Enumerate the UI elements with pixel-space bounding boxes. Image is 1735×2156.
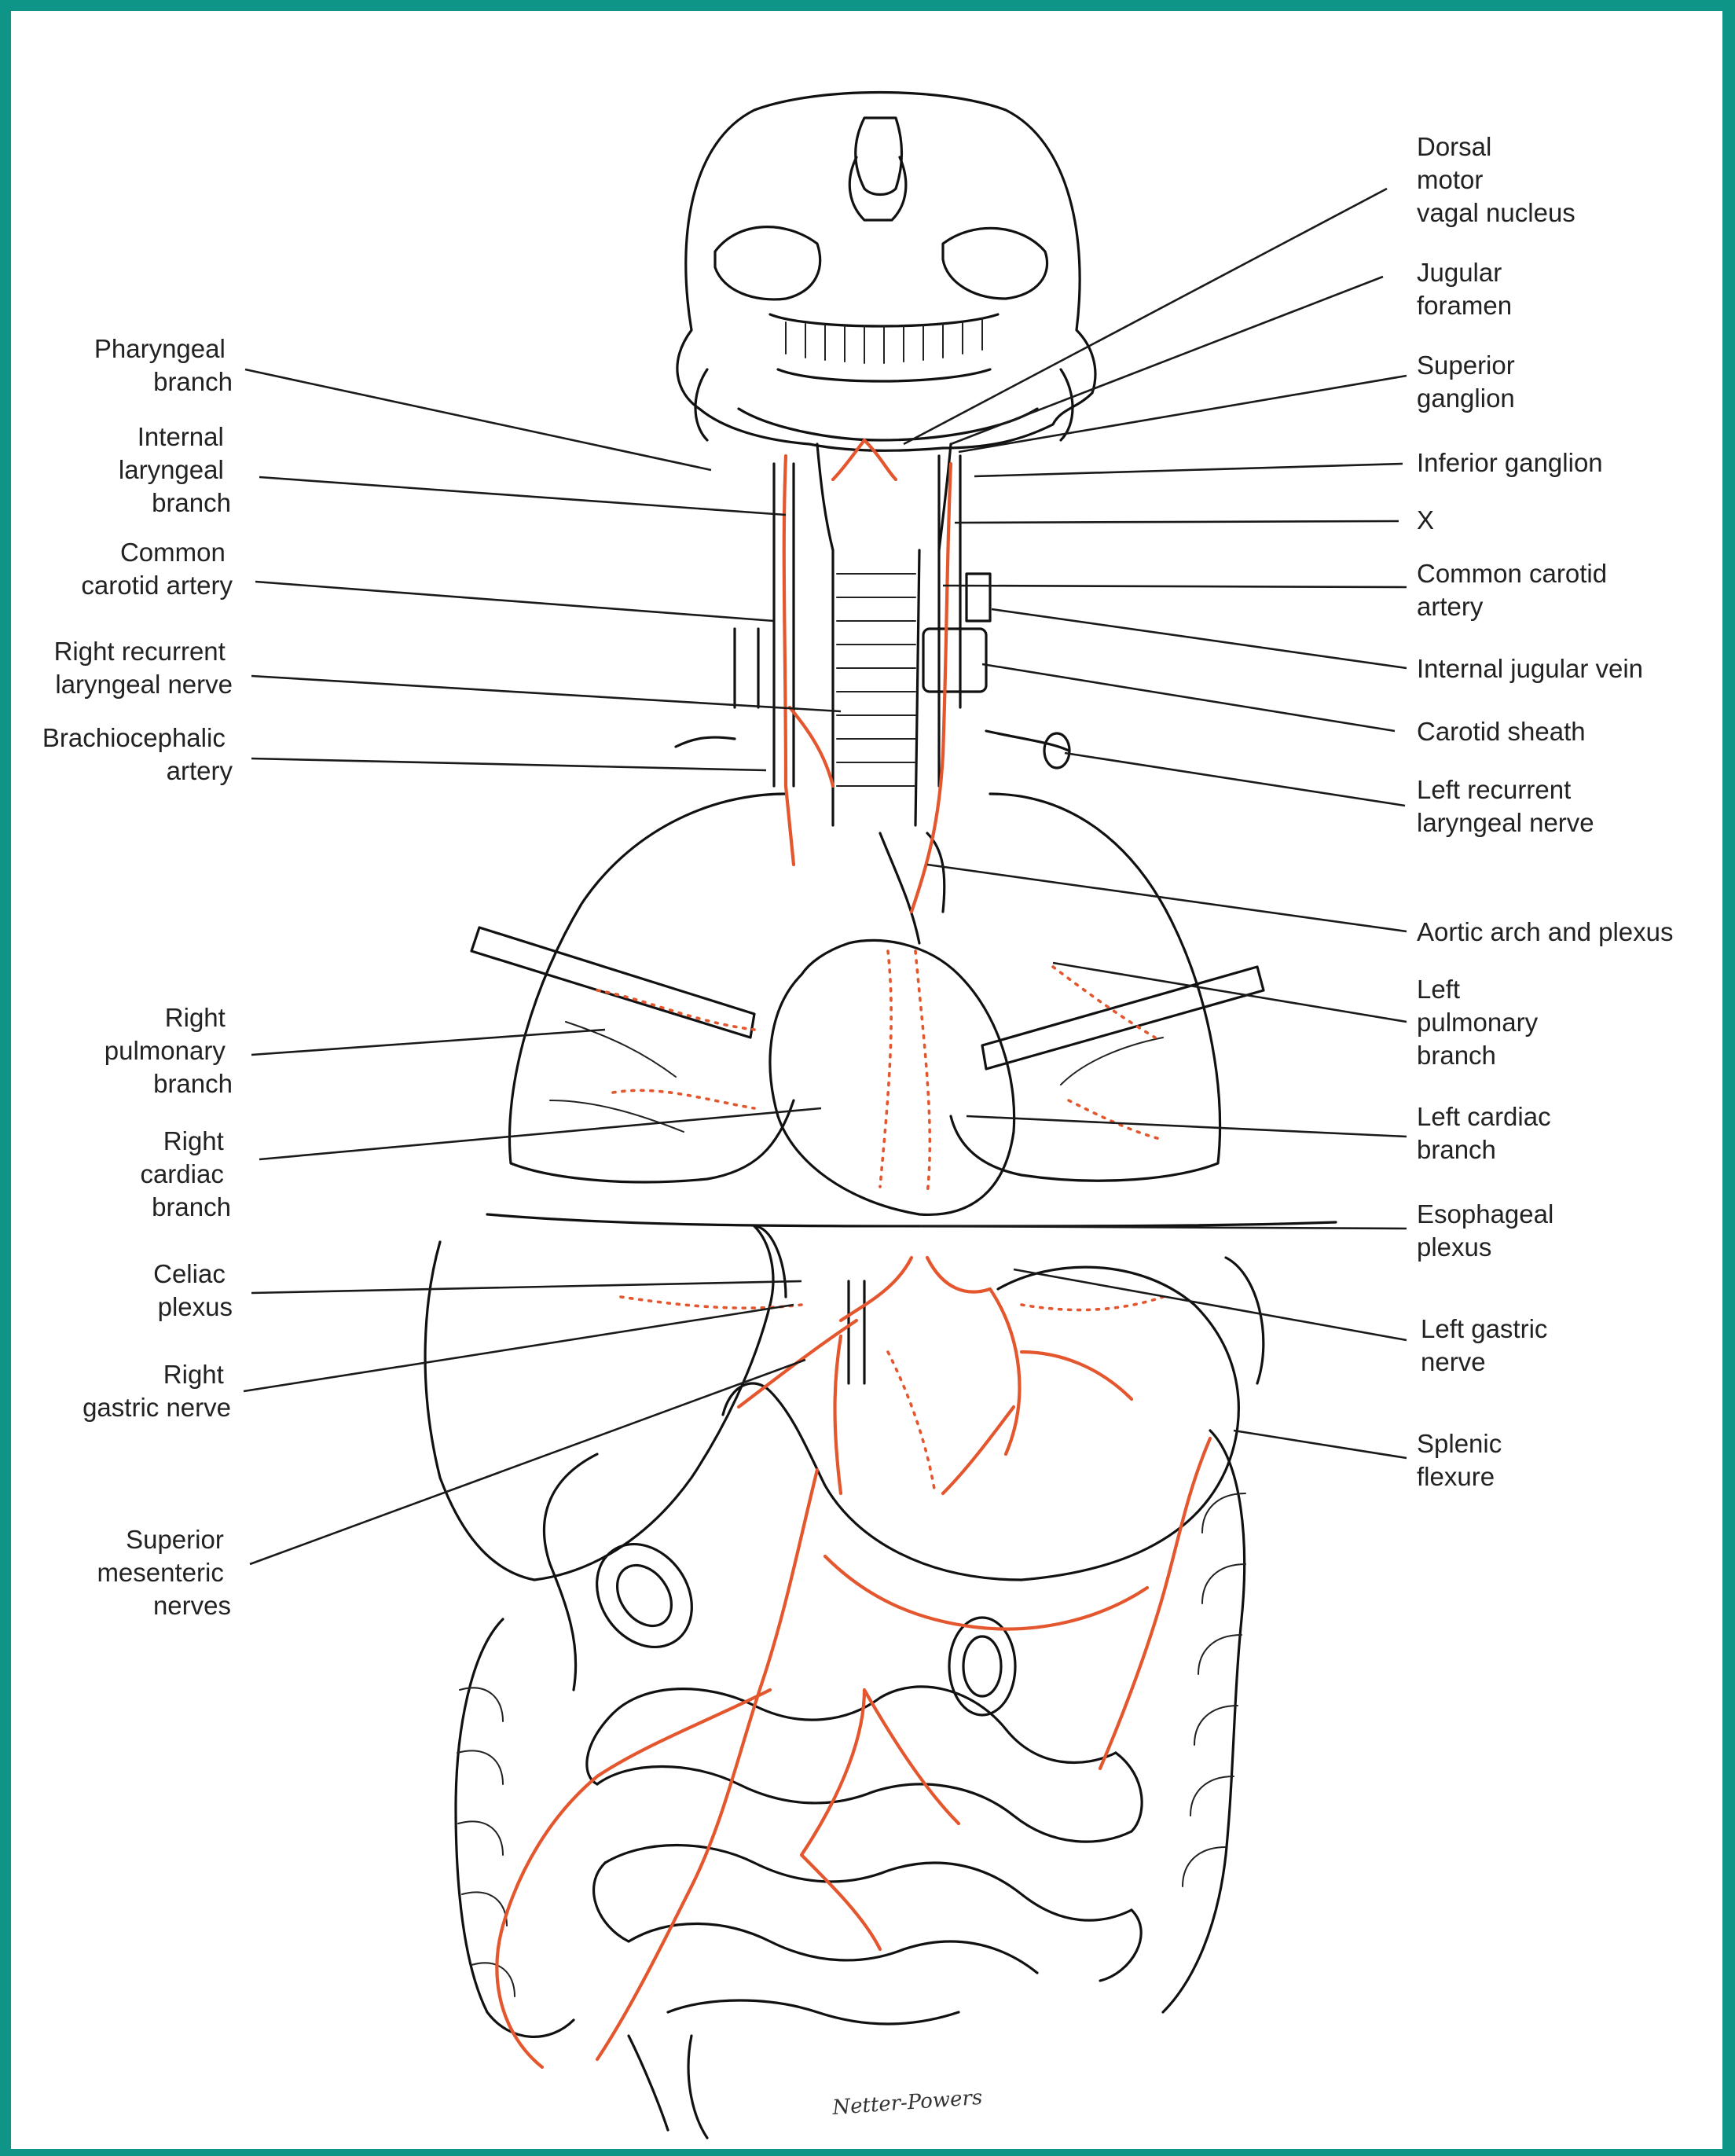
intestines: [456, 1431, 1245, 2138]
label-superior-mesenteric-nerves: Superior mesenteric nerves: [97, 1525, 231, 1620]
retractors: [471, 927, 1264, 1069]
neck-and-trachea: [676, 444, 1069, 825]
label-jugular-foramen: Jugular foramen: [1417, 258, 1512, 320]
labels-right: Dorsal motor vagal nucleus Jugular foram…: [1417, 132, 1674, 1491]
label-superior-ganglion: Superior ganglion: [1417, 351, 1522, 413]
label-dorsal-motor-vagal-nucleus: Dorsal motor vagal nucleus: [1417, 132, 1575, 227]
label-left-cardiac-branch: Left cardiac branch: [1417, 1102, 1558, 1164]
label-aortic-arch-and-plexus: Aortic arch and plexus: [1417, 917, 1674, 946]
label-common-carotid-artery-left: Common carotid artery: [1417, 559, 1614, 621]
diaphragm-line: [487, 1214, 1336, 1226]
label-left-gastric-nerve: Left gastric nerve: [1421, 1314, 1555, 1376]
label-right-recurrent-laryngeal-nerve: Right recurrent laryngeal nerve: [54, 637, 233, 699]
label-carotid-sheath: Carotid sheath: [1417, 717, 1586, 746]
label-right-gastric-nerve: Right gastric nerve: [83, 1360, 231, 1422]
label-internal-laryngeal-branch: Internal laryngeal branch: [119, 422, 231, 517]
label-pharyngeal-branch: Pharyngeal branch: [94, 334, 233, 396]
label-right-cardiac-branch: Right cardiac branch: [140, 1126, 231, 1221]
label-common-carotid-artery-right: Common carotid artery: [81, 538, 233, 600]
skull: [677, 93, 1095, 451]
label-inferior-ganglion: Inferior ganglion: [1417, 448, 1603, 477]
liver-and-stomach: [425, 1226, 1264, 1580]
label-left-pulmonary-branch: Left pulmonary branch: [1417, 975, 1545, 1070]
label-brachiocephalic-artery: Brachiocephalic artery: [42, 723, 233, 785]
label-celiac-plexus: Celiac plexus: [153, 1259, 233, 1321]
labels-left: Pharyngeal branch Internal laryngeal bra…: [42, 334, 233, 1620]
label-internal-jugular-vein: Internal jugular vein: [1417, 654, 1643, 683]
label-right-pulmonary-branch: Right pulmonary branch: [105, 1003, 233, 1098]
label-esophageal-plexus: Esophageal plexus: [1417, 1199, 1561, 1262]
label-left-recurrent-laryngeal-nerve: Left recurrent laryngeal nerve: [1417, 775, 1594, 837]
artist-signature: Netter-Powers: [831, 2086, 983, 2120]
label-splenic-flexure: Splenic flexure: [1417, 1429, 1509, 1491]
leader-lines: [244, 189, 1407, 1564]
label-x: X: [1417, 505, 1434, 534]
